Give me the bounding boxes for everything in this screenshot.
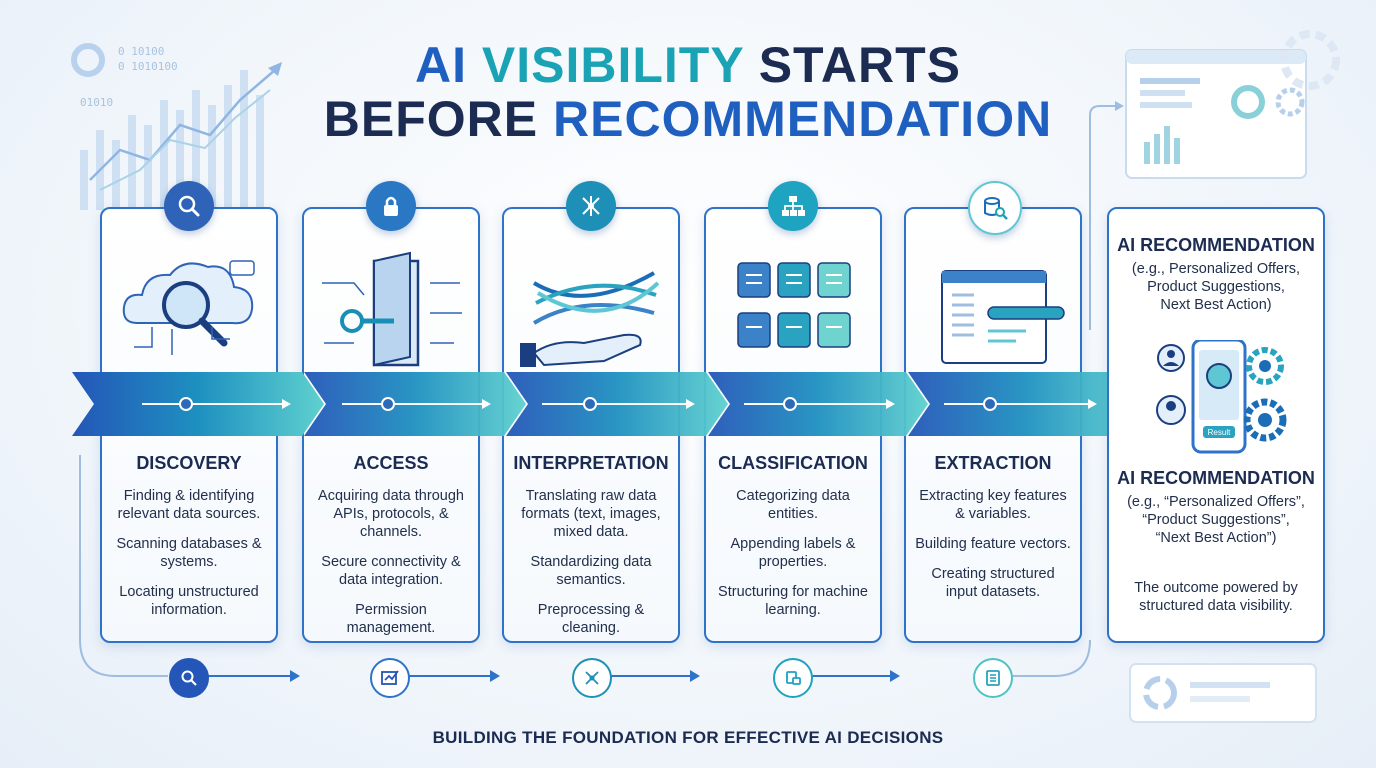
title-word-starts: STARTS (758, 37, 961, 93)
step-body-classification: Categorizing data entities. Appending la… (714, 487, 872, 631)
door-key-illustration (322, 251, 462, 367)
step-line: Structuring for machine learning. (718, 584, 868, 618)
final-foot-line: The outcome powered by (1134, 580, 1298, 596)
step-line: Extracting key features & variables. (919, 488, 1067, 522)
final-mid-title: AI RECOMMENDATION (1117, 468, 1315, 488)
step-body-discovery: Finding & identifying relevant data sour… (110, 487, 268, 631)
category-grid-illustration (737, 262, 851, 348)
decor-binary-2: 0 1010100 (118, 60, 178, 73)
footer-tagline: BUILDING THE FOUNDATION FOR EFFECTIVE AI… (432, 728, 944, 747)
data-stream-hand-illustration (520, 271, 660, 367)
step-body-interpretation: Translating raw data formats (text, imag… (512, 487, 670, 649)
final-top-line: (e.g., Personalized Offers, (1131, 261, 1301, 277)
final-foot-line: structured data visibility. (1139, 598, 1293, 614)
step-title-extraction: EXTRACTION (934, 453, 1052, 473)
search-icon (169, 658, 209, 698)
title-word-ai: AI (414, 37, 467, 93)
hierarchy-icon (768, 181, 818, 231)
title-word-visibility: VISIBILITY (481, 37, 744, 93)
result-button-label: Result (1208, 428, 1231, 437)
step-line: Permission management. (346, 602, 436, 636)
search-icon (164, 181, 214, 231)
step-body-extraction: Extracting key features & variables. Bui… (914, 487, 1072, 613)
final-top-line: Next Best Action) (1160, 297, 1272, 313)
final-mid-line: “Next Best Action”) (1155, 530, 1277, 546)
document-sign-icon (370, 658, 410, 698)
network-icon (566, 181, 616, 231)
step-line: Building feature vectors. (915, 536, 1071, 552)
step-title-discovery: DISCOVERY (136, 453, 242, 473)
step-title-classification: CLASSIFICATION (718, 453, 868, 473)
step-line: Appending labels & properties. (730, 536, 856, 570)
final-recommendation-card: AI RECOMMENDATION (e.g., Personalized Of… (1107, 207, 1325, 643)
title-word-recommendation: RECOMMENDATION (553, 91, 1053, 147)
page-title-line-1: AI VISIBILITY STARTS (0, 36, 1376, 94)
step-line: Finding & identifying relevant data sour… (117, 488, 261, 522)
database-search-icon (968, 181, 1022, 235)
step-title-interpretation: INTERPRETATION (513, 453, 669, 473)
lock-icon (366, 181, 416, 231)
step-line: Translating raw data formats (text, imag… (521, 488, 661, 540)
data-table-icon (973, 658, 1013, 698)
step-line: Preprocessing & cleaning. (537, 602, 645, 636)
mobile-personalization-illustration: Result (1156, 340, 1287, 454)
step-body-access: Acquiring data through APIs, protocols, … (312, 487, 470, 649)
step-line: Categorizing data entities. (736, 488, 850, 522)
step-line: Acquiring data through APIs, protocols, … (318, 488, 464, 540)
network-icon (572, 658, 612, 698)
step-line: Locating unstructured information. (119, 584, 259, 618)
label-tag-icon (773, 658, 813, 698)
decor-binary-3: 01010 (80, 96, 114, 109)
title-word-before: BEFORE (323, 91, 539, 147)
step-line: Creating structured input datasets. (931, 566, 1055, 600)
decor-growth-chart (71, 43, 282, 210)
cloud-search-illustration (122, 260, 255, 355)
final-top-line: Product Suggestions, (1147, 279, 1285, 295)
feature-window-illustration (941, 270, 1065, 364)
step-line: Secure connectivity & data integration. (321, 554, 461, 588)
final-mid-line: (e.g., “Personalized Offers”, (1127, 494, 1305, 510)
decor-bottom-widget (1129, 663, 1317, 723)
process-arrow-banner (72, 372, 1140, 436)
step-line: Scanning databases & systems. (116, 536, 262, 570)
decor-binary-1: 0 10100 (118, 45, 165, 58)
final-top-title: AI RECOMMENDATION (1117, 235, 1315, 255)
step-title-access: ACCESS (353, 453, 429, 473)
page-title-line-2: BEFORE RECOMMENDATION (0, 90, 1376, 148)
final-mid-line: “Product Suggestions”, (1142, 512, 1290, 528)
step-line: Standardizing data semantics. (530, 554, 652, 588)
decor-dashboard (1125, 30, 1340, 179)
